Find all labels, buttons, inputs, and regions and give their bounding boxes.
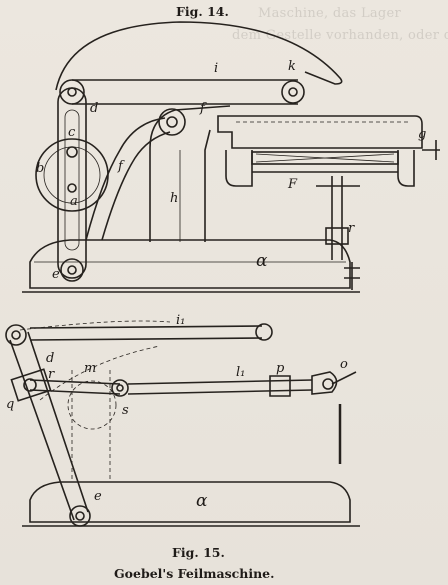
spring-wire [55, 21, 343, 91]
disc-dashed [67, 380, 117, 430]
bottom-pivot-center [67, 265, 77, 275]
label-a: a [70, 194, 78, 209]
figure-15-drawing: i₁ d q r m s l₁ p o e α [5, 313, 360, 527]
label-p: p [276, 361, 285, 376]
swing-arm [9, 331, 89, 521]
arm-i1 [29, 325, 263, 341]
figure-caption: Goebel's Feilmaschine. [114, 566, 275, 581]
figure-15-title: Fig. 15. [172, 545, 225, 560]
label-l1: l₁ [236, 365, 245, 380]
guide-dashed [71, 370, 111, 480]
end-o-pin [322, 378, 334, 390]
column-h-right-edge [204, 129, 211, 242]
label-c: c [68, 125, 76, 140]
file-blade-F [251, 151, 399, 165]
label-f-top: f [199, 101, 207, 116]
adjust-screw [422, 140, 440, 160]
frame-jaw-right [397, 150, 415, 187]
label-m: m [84, 361, 96, 376]
label-f-mid: f [117, 159, 125, 174]
file-frame-g [217, 115, 423, 149]
label-s: s [122, 403, 129, 418]
clamp-block [10, 368, 52, 402]
bleed-through-text: Maschine, das Lager [258, 6, 402, 21]
pin-c [66, 146, 78, 158]
clamp-pin [23, 378, 37, 392]
file-teeth [255, 153, 395, 163]
top-pivot-center [67, 87, 77, 97]
label-q: q [6, 397, 14, 412]
rod-m [29, 379, 121, 395]
pivot-s [111, 379, 129, 397]
bottom-pivot-e [60, 258, 84, 282]
screw-bottom [344, 262, 360, 290]
clamp-r [325, 227, 349, 245]
label-g: g [418, 127, 426, 142]
pivot-k [281, 80, 305, 104]
link-l1 [127, 379, 313, 395]
base-plate [29, 239, 351, 289]
label-e-2: e [94, 489, 102, 504]
top-pivot-2-center [11, 330, 21, 340]
label-b: b [36, 161, 44, 176]
bleed-through-text: dem Gestelle vorhanden, oder der [232, 28, 448, 43]
block-p [269, 375, 291, 397]
label-e: e [52, 267, 60, 282]
label-h: h [170, 191, 178, 206]
label-r-2: r [48, 367, 55, 382]
label-i1: i₁ [176, 313, 185, 328]
link-f-inner [101, 131, 171, 241]
label-d-2: d [46, 351, 54, 366]
top-pivot-2 [5, 324, 27, 346]
lever-slot [64, 109, 80, 251]
label-i: i [214, 61, 218, 76]
label-r: r [348, 221, 355, 236]
pin-a [67, 183, 77, 193]
figure-14-title: Fig. 14. [176, 4, 229, 19]
label-alpha: α [256, 251, 268, 271]
figure-14-drawing: i k d c b a f f h g F r e α [22, 21, 440, 293]
top-pivot [59, 79, 85, 105]
upright-r [331, 176, 343, 260]
link-f-outer [85, 117, 166, 241]
bottom-pivot-2-center [75, 511, 85, 521]
label-F: F [287, 177, 298, 192]
column-pivot-center [166, 116, 178, 128]
label-alpha-2: α [196, 491, 208, 511]
end-tip [331, 371, 357, 385]
arm-i [72, 79, 298, 105]
frame-jaw-left [225, 150, 253, 187]
pivot-k-center [288, 87, 298, 97]
label-o: o [340, 357, 348, 372]
pivot-i1 [255, 323, 273, 341]
lever-plate [57, 87, 87, 279]
label-d: d [90, 101, 98, 116]
pivot-s-center [116, 384, 124, 392]
bottom-pivot-2 [69, 505, 91, 527]
label-k: k [288, 59, 296, 74]
column-pivot [158, 108, 186, 136]
base-plate-2 [29, 481, 351, 523]
